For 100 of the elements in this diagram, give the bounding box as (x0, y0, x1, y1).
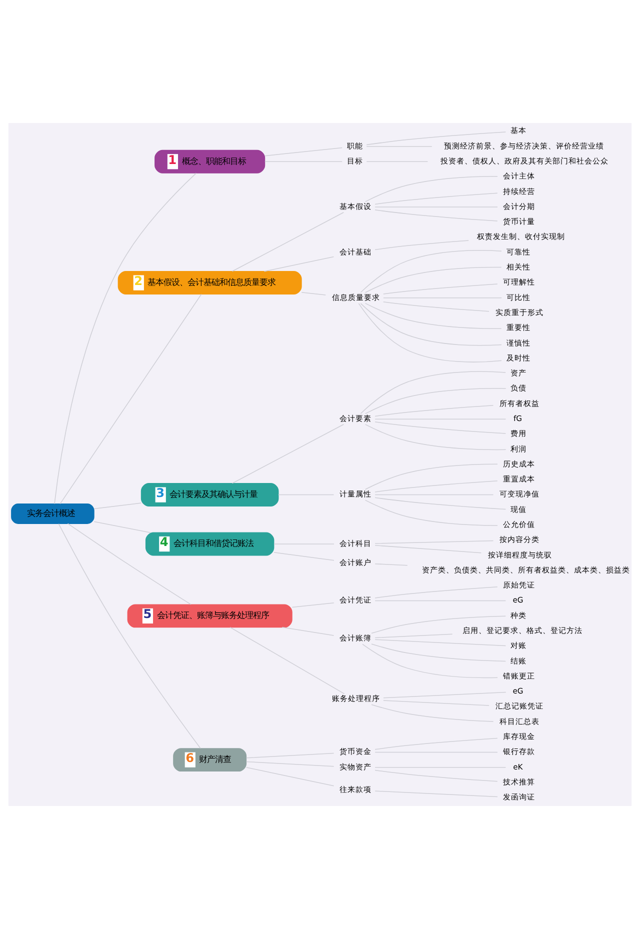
node-box: 2 基本假设、会计基础和信息质量要求 (118, 270, 302, 294)
connector (360, 302, 502, 346)
connector (374, 790, 498, 797)
connector (374, 544, 482, 553)
connector (374, 209, 498, 221)
node-text: 原始凭证 (502, 580, 535, 590)
connector (366, 160, 428, 162)
connector (374, 737, 498, 750)
node-text: 费用 (510, 428, 526, 438)
node-text: 重要性 (506, 322, 531, 332)
connector (374, 769, 498, 782)
node-text: 重置成本 (502, 474, 535, 484)
connector (383, 691, 506, 698)
connector (246, 760, 334, 766)
node-text: 实物资产 (339, 762, 372, 771)
node-text: 历史成本 (502, 458, 535, 468)
connector (383, 700, 490, 706)
node-text: 投资者、债权人、政府及其有关部门和社会公众 (440, 156, 608, 166)
connector (278, 494, 334, 495)
connector (364, 388, 506, 414)
connector (292, 602, 334, 608)
node-text: eK (513, 762, 523, 771)
node-text: 目标 (346, 156, 363, 166)
node-box: 6 财产清查 (173, 748, 247, 772)
connector (232, 424, 344, 484)
connector (374, 240, 469, 250)
node-text: 结账 (510, 656, 526, 665)
connector (383, 283, 498, 294)
connector (374, 480, 498, 492)
node-text: 会计账簿 (339, 633, 372, 642)
connector (374, 638, 506, 646)
connector (301, 292, 326, 295)
node-text: 及时性 (506, 352, 531, 362)
node-text: 账务处理程序 (332, 694, 380, 703)
node-text: 基本 (510, 126, 526, 135)
node-text: 启用、登记要求、格式、登记方法 (462, 625, 582, 634)
connector (58, 522, 201, 748)
connector (67, 522, 192, 604)
node-text: fG (513, 413, 522, 422)
connector (230, 626, 345, 694)
connector (364, 499, 498, 526)
node-text: 按内容分类 (499, 534, 540, 544)
connector (374, 496, 506, 510)
connector (364, 463, 498, 490)
connector (364, 424, 506, 450)
node-text: 资产类、负债类、共同类、所有者权益类、成本类、损益类 (422, 564, 630, 574)
connector (364, 266, 502, 292)
node-box: 3 会计要素及其确认与计量 (140, 482, 279, 506)
node-text: 货币计量 (502, 216, 535, 226)
node-text: 汇总记账凭证 (496, 701, 544, 710)
connector (282, 626, 334, 636)
node-text: 可靠性 (506, 246, 531, 256)
connector (374, 751, 498, 752)
node-text: 会计分期 (502, 201, 535, 210)
connector (364, 176, 498, 202)
node-text: 相关性 (506, 262, 531, 272)
node-text: 错账更正 (502, 670, 535, 680)
node-text: 可变现净值 (499, 489, 540, 498)
node-text: 技术推算 (502, 776, 535, 786)
node-text: 负债 (510, 383, 526, 392)
node-text: 权责发生制、收付实现制 (477, 232, 566, 241)
node-text: 种类 (510, 610, 526, 620)
node-text: eG (512, 595, 524, 604)
node-text: 实质重于形式 (496, 307, 544, 316)
node-box: 实务会计概述 (11, 503, 94, 524)
connector (374, 192, 498, 204)
connector (374, 421, 506, 434)
node-box: 4 会计科目和借贷记账法 (145, 532, 274, 556)
node-text: 会计基础 (339, 246, 372, 256)
connector (358, 302, 502, 362)
node-text: 科目汇总表 (499, 716, 540, 726)
node-text: 货币资金 (339, 746, 372, 756)
node-text: 信息质量要求 (332, 292, 380, 302)
connector (94, 520, 151, 532)
node-text: 会计主体 (502, 171, 535, 180)
node-text: 按详细程度与统驭 (488, 550, 552, 559)
connector (360, 250, 502, 292)
node-text: 所有者权益 (499, 398, 540, 408)
connector (246, 752, 334, 758)
node-box: 5 会计凭证、账簿与账务处理程序 (127, 604, 292, 628)
node-text: 往来款项 (339, 784, 372, 794)
node-text: 现值 (510, 504, 526, 514)
node-text: 对账 (510, 640, 526, 650)
node-text: 可比性 (506, 292, 531, 302)
node-text: 职能 (346, 140, 363, 150)
connector (264, 146, 342, 156)
connector (374, 600, 506, 601)
connector (264, 160, 342, 162)
connector (360, 370, 506, 414)
connector (366, 131, 506, 145)
connector (264, 256, 334, 272)
connector (94, 502, 142, 509)
connector (374, 633, 453, 638)
connector (383, 297, 502, 298)
node-text: 会计账户 (339, 557, 372, 566)
node-text: 计量属性 (339, 489, 372, 498)
node-text: 可理解性 (502, 277, 535, 286)
connector (374, 540, 494, 544)
connector (374, 404, 494, 416)
node-text: 会计凭证 (339, 595, 372, 604)
